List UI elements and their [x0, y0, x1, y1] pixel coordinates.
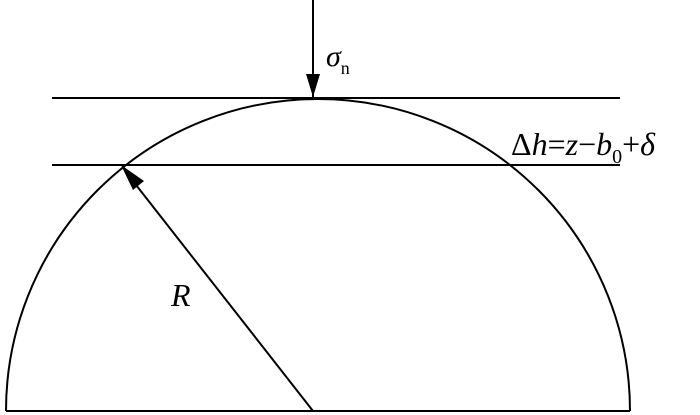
gap-equals: =	[548, 126, 566, 162]
delta-symbol: Δ	[511, 126, 532, 162]
radius-label: R	[170, 277, 191, 313]
gap-z: z	[565, 126, 579, 162]
gap-b: b	[596, 126, 612, 162]
normal-stress-label: σn	[326, 40, 350, 78]
normal-stress-symbol: σ	[326, 40, 342, 73]
gap-b-subscript: 0	[612, 146, 622, 168]
radius-arrow	[128, 175, 314, 412]
gap-plus: +	[622, 126, 640, 162]
radius-arrowhead	[121, 165, 144, 190]
normal-stress-arrowhead	[306, 74, 320, 97]
gap-minus: −	[578, 126, 596, 162]
gap-delta: δ	[640, 126, 656, 162]
normal-stress-subscript: n	[341, 58, 350, 78]
gap-h: h	[532, 126, 548, 162]
gap-equation-label: Δh=z−b0+δ	[511, 126, 656, 168]
hemisphere-arc	[5, 98, 631, 412]
